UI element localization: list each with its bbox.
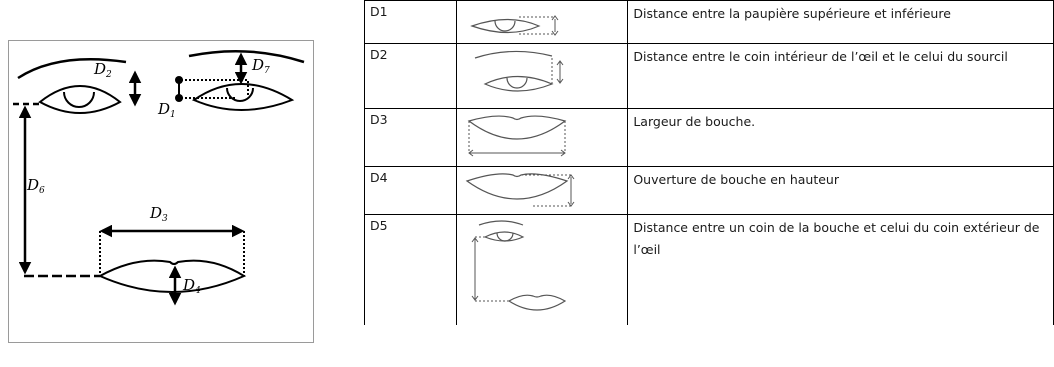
mouth-eye-corner-distance-icon [457,215,628,325]
table-row: D5 Distance entre un coin de la bouche e… [365,215,1054,325]
table-row: D3 Largeur de bouche. [365,109,1054,167]
eye-opening-icon [457,1,628,44]
row-code: D3 [365,109,457,167]
eye-eyebrow-distance-icon [457,44,628,109]
measurement-table: D1 Distance entre la paupière supérieure… [364,0,1054,325]
table-row: D1 Distance entre la paupière supérieure… [365,1,1054,44]
row-description: Distance entre un coin de la bouche et c… [628,215,1054,325]
row-code: D1 [365,1,457,44]
row-code: D2 [365,44,457,109]
row-description: Distance entre le coin intérieur de l’œi… [628,44,1054,109]
face-diagram: D2 D7 D1 D6 D3 D4 [8,40,314,343]
face-diagram-svg: D2 D7 D1 D6 D3 D4 [8,40,314,343]
table-row: D4 Ouverture de bouche en hauteur [365,167,1054,215]
mouth-height-icon [457,167,628,215]
row-description: Largeur de bouche. [628,109,1054,167]
mouth-width-icon [457,109,628,167]
row-code: D4 [365,167,457,215]
diagram-frame [9,41,314,343]
row-description: Ouverture de bouche en hauteur [628,167,1054,215]
row-code: D5 [365,215,457,325]
row-description: Distance entre la paupière supérieure et… [628,1,1054,44]
table-row: D2 Distance entre le coin intérieur de l… [365,44,1054,109]
